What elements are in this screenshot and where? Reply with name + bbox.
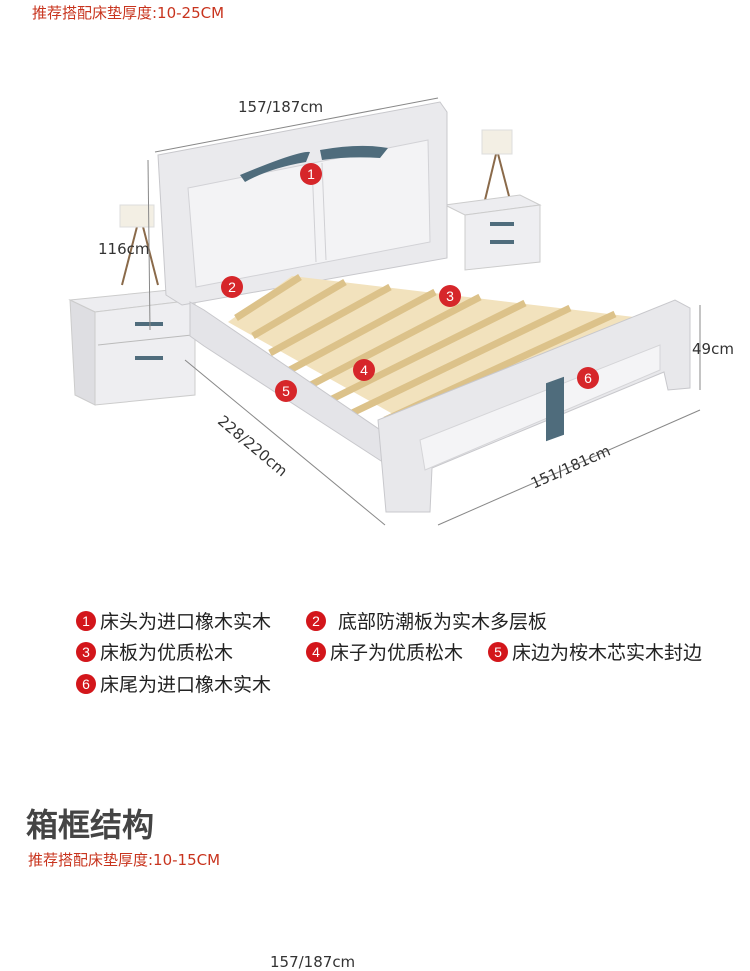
marker-2: 2 <box>221 276 243 298</box>
marker-4: 4 <box>353 359 375 381</box>
slat-platform <box>228 274 642 428</box>
legend-number: 2 <box>306 610 326 631</box>
right-nightstand <box>443 129 542 271</box>
marker-5: 5 <box>275 380 297 402</box>
legend-text: 床边为桉木芯实木封边 <box>512 642 703 664</box>
legend-number: 6 <box>76 673 96 694</box>
legend-number: 3 <box>76 641 96 662</box>
legend-text: 床头为进口橡木实木 <box>100 611 272 633</box>
section-mattress-note: 推荐搭配床垫厚度:10-15CM <box>28 851 221 869</box>
marker-6: 6 <box>577 367 599 389</box>
left-nightstand <box>68 204 196 406</box>
legend-number: 4 <box>306 641 326 662</box>
dimension-footboard-height: 49cm <box>692 340 734 358</box>
dimension-headboard-height: 116cm <box>98 240 150 258</box>
legend-number: 1 <box>76 610 96 631</box>
legend-number: 5 <box>488 641 508 662</box>
legend-text: 底部防潮板为实木多层板 <box>338 611 548 633</box>
headboard <box>157 101 448 306</box>
partial-dimension-label: 157/187cm <box>270 953 356 971</box>
mattress-thickness-note: 推荐搭配床垫厚度:10-25CM <box>32 4 225 22</box>
legend-text: 床板为优质松木 <box>100 642 234 664</box>
legend-item: 2 底部防潮板为实木多层板 <box>306 607 547 634</box>
marker-3: 3 <box>439 285 461 307</box>
legend-text: 床尾为进口橡木实木 <box>100 674 272 696</box>
legend-text: 床子为优质松木 <box>330 642 464 664</box>
section-title: 箱框结构 <box>26 806 155 844</box>
bed-illustration <box>68 97 701 526</box>
marker-1: 1 <box>300 163 322 185</box>
dimension-headboard-width: 157/187cm <box>238 98 324 116</box>
